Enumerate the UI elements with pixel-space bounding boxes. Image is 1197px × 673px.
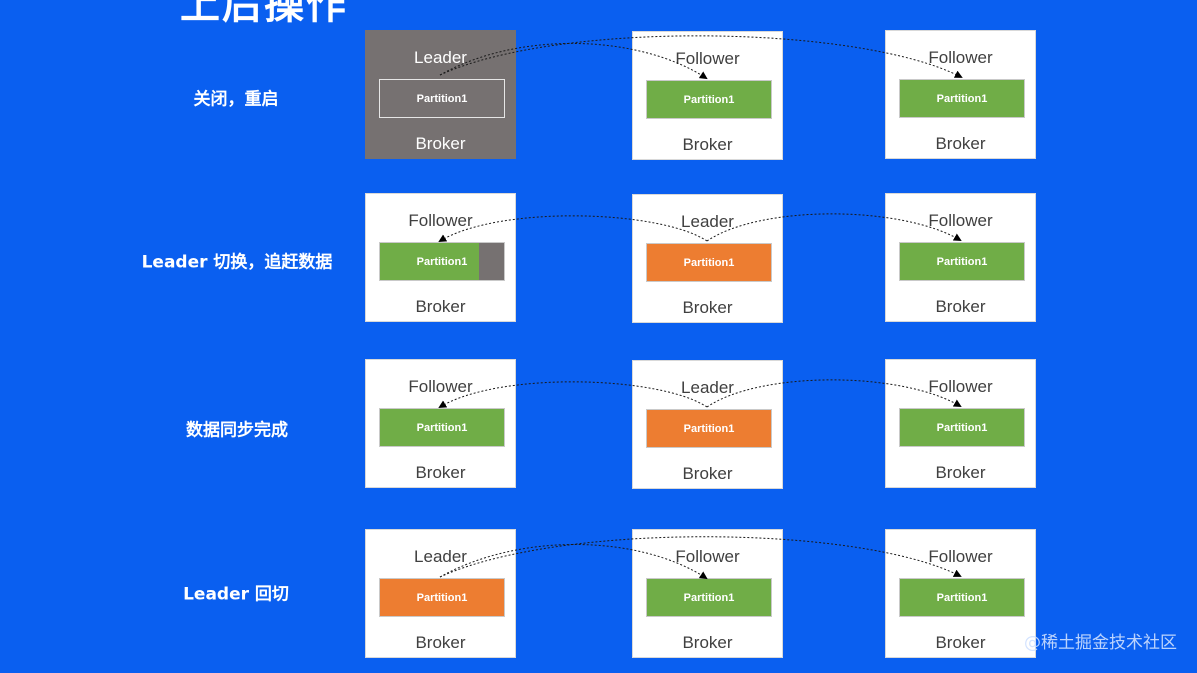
broker-role: Follower	[928, 547, 993, 566]
broker-label: Broker	[935, 463, 986, 482]
broker-role: Follower	[408, 211, 473, 230]
partition-box: Partition1	[899, 79, 1025, 118]
broker-role: Leader	[414, 48, 467, 67]
row-label-restart: 关闭，重启	[193, 89, 279, 110]
broker-label: Broker	[682, 464, 733, 483]
broker-role: Follower	[928, 48, 993, 67]
broker-row1-col1: Leader Partition1 Broker	[365, 30, 516, 159]
row-label-sync-complete: 数据同步完成	[186, 420, 288, 441]
partition-box: Partition1	[899, 578, 1025, 617]
broker-row4-col3: Follower Partition1 Broker	[885, 529, 1036, 658]
partition-box: Partition1	[646, 578, 772, 617]
partition-box: Partition1	[379, 578, 505, 617]
broker-row4-col2: Follower Partition1 Broker	[632, 529, 783, 658]
broker-row3-col3: Follower Partition1 Broker	[885, 359, 1036, 488]
partition-box: Partition1	[379, 242, 505, 281]
broker-role: Leader	[681, 378, 734, 397]
broker-role: Follower	[928, 377, 993, 396]
broker-label: Broker	[682, 298, 733, 317]
broker-row2-col3: Follower Partition1 Broker	[885, 193, 1036, 322]
broker-role: Leader	[681, 212, 734, 231]
broker-role: Follower	[408, 377, 473, 396]
broker-label: Broker	[935, 297, 986, 316]
broker-label: Broker	[935, 134, 986, 153]
row-label-leader-switch-back: Leader 回切	[183, 584, 289, 605]
broker-label: Broker	[415, 297, 466, 316]
broker-label: Broker	[682, 135, 733, 154]
partition-box: Partition1	[646, 409, 772, 448]
partition-box: Partition1	[646, 243, 772, 282]
broker-label: Broker	[415, 463, 466, 482]
broker-row3-col2: Leader Partition1 Broker	[632, 360, 783, 489]
broker-label: Broker	[935, 633, 986, 652]
broker-row1-col2: Follower Partition1 Broker	[632, 31, 783, 160]
broker-label: Broker	[682, 633, 733, 652]
partition-box: Partition1	[899, 408, 1025, 447]
slide-title: 上后操作	[180, 0, 348, 28]
broker-row4-col1: Leader Partition1 Broker	[365, 529, 516, 658]
row-label-leader-switch: Leader 切换，追赶数据	[141, 252, 333, 273]
broker-role: Leader	[414, 547, 467, 566]
partition-box: Partition1	[899, 242, 1025, 281]
watermark: @稀土掘金技术社区	[1024, 633, 1177, 653]
broker-row2-col1: Follower Partition1 Broker	[365, 193, 516, 322]
broker-label: Broker	[415, 633, 466, 652]
broker-role: Follower	[675, 49, 740, 68]
broker-row2-col2: Leader Partition1 Broker	[632, 194, 783, 323]
broker-role: Follower	[675, 547, 740, 566]
broker-row3-col1: Follower Partition1 Broker	[365, 359, 516, 488]
broker-row1-col3: Follower Partition1 Broker	[885, 30, 1036, 159]
broker-role: Follower	[928, 211, 993, 230]
partition-box: Partition1	[646, 80, 772, 119]
partition-box: Partition1	[379, 79, 505, 118]
partition-box: Partition1	[379, 408, 505, 447]
broker-label: Broker	[415, 134, 466, 153]
